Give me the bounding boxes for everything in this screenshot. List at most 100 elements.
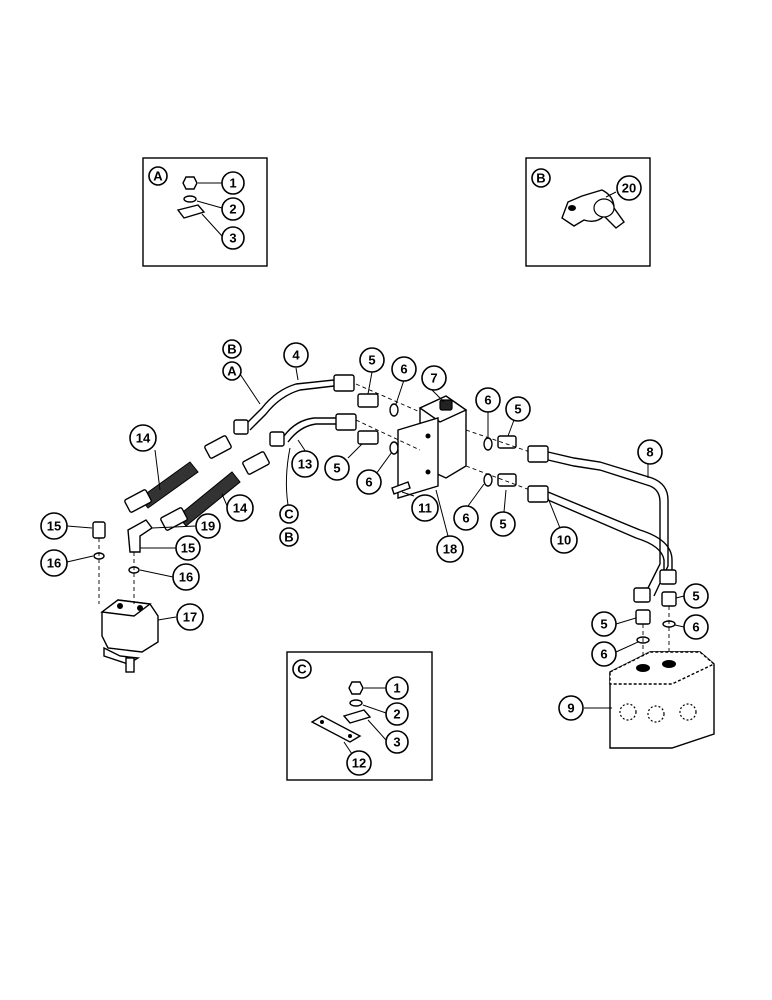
callout-13: 13 bbox=[291, 450, 319, 478]
callout-6: 6 bbox=[683, 614, 709, 640]
tube-nut bbox=[333, 374, 355, 392]
nut-part bbox=[182, 176, 198, 190]
callout-18: 18 bbox=[436, 535, 464, 563]
pipe-clamp-part bbox=[561, 189, 625, 229]
svg-text:12: 12 bbox=[352, 756, 366, 771]
inset-c: C 1 2 3 12 bbox=[286, 651, 433, 781]
svg-text:5: 5 bbox=[600, 617, 607, 632]
callout-14: 14 bbox=[226, 494, 254, 522]
callout-5: 5 bbox=[591, 611, 617, 637]
svg-text:6: 6 bbox=[365, 475, 372, 490]
svg-text:B: B bbox=[227, 342, 236, 357]
svg-text:6: 6 bbox=[484, 393, 491, 408]
inset-c-frame bbox=[286, 651, 433, 781]
inset-a-label: A bbox=[148, 166, 168, 186]
inset-c-callout-2: 2 bbox=[385, 702, 409, 726]
svg-text:6: 6 bbox=[692, 620, 699, 635]
svg-text:13: 13 bbox=[298, 457, 312, 472]
svg-text:15: 15 bbox=[181, 541, 195, 556]
tube-13 bbox=[283, 417, 338, 437]
svg-text:7: 7 bbox=[430, 371, 437, 386]
inset-c-callout-3: 3 bbox=[385, 730, 409, 754]
inset-b-callout-20: 20 bbox=[616, 175, 642, 201]
svg-text:6: 6 bbox=[462, 511, 469, 526]
strap-plate-part bbox=[310, 715, 362, 743]
svg-text:9: 9 bbox=[567, 701, 574, 716]
svg-text:6: 6 bbox=[600, 647, 607, 662]
marker-a-top: A bbox=[222, 361, 242, 381]
tube-8 bbox=[527, 445, 669, 603]
pump-17 bbox=[100, 599, 159, 673]
svg-text:A: A bbox=[153, 169, 163, 184]
control-valve-9 bbox=[609, 651, 716, 749]
inset-c-callout-1: 1 bbox=[385, 676, 409, 700]
callout-16: 16 bbox=[172, 563, 200, 591]
svg-text:18: 18 bbox=[443, 542, 457, 557]
callout-6: 6 bbox=[475, 387, 501, 413]
svg-text:17: 17 bbox=[183, 610, 197, 625]
svg-text:14: 14 bbox=[136, 431, 151, 446]
tube-nut bbox=[335, 413, 357, 431]
svg-text:5: 5 bbox=[333, 461, 340, 476]
callout-17: 17 bbox=[176, 603, 204, 631]
callout-9: 9 bbox=[558, 695, 584, 721]
o-ring-6 bbox=[389, 441, 399, 455]
clamp-part bbox=[176, 204, 206, 219]
svg-text:3: 3 bbox=[229, 231, 236, 246]
callout-4: 4 bbox=[283, 342, 309, 368]
callout-14: 14 bbox=[129, 424, 157, 452]
marker-b-top: B bbox=[222, 339, 242, 359]
svg-text:5: 5 bbox=[692, 589, 699, 604]
svg-text:5: 5 bbox=[514, 402, 521, 417]
callout-15: 15 bbox=[175, 535, 201, 561]
inset-c-label: C bbox=[292, 659, 312, 679]
svg-text:1: 1 bbox=[229, 176, 236, 191]
svg-text:3: 3 bbox=[393, 735, 400, 750]
inset-b: B 20 bbox=[525, 157, 651, 267]
svg-text:A: A bbox=[227, 364, 237, 379]
marker-c-bottom: C bbox=[279, 504, 299, 524]
o-ring-6 bbox=[389, 403, 399, 417]
callout-15: 15 bbox=[40, 512, 68, 540]
inset-a-callout-2: 2 bbox=[221, 197, 245, 221]
washer-part bbox=[183, 195, 197, 203]
fitting-5-upper-left bbox=[357, 393, 379, 408]
callout-5: 5 bbox=[505, 396, 531, 422]
callout-7: 7 bbox=[421, 365, 447, 391]
callout-5: 5 bbox=[359, 347, 385, 373]
inset-b-label: B bbox=[531, 168, 551, 188]
svg-text:16: 16 bbox=[47, 556, 61, 571]
svg-text:10: 10 bbox=[557, 533, 571, 548]
svg-text:C: C bbox=[297, 662, 307, 677]
bolt-11 bbox=[391, 481, 411, 495]
inset-a-callout-1: 1 bbox=[221, 171, 245, 195]
inset-b-frame bbox=[525, 157, 651, 267]
svg-text:B: B bbox=[536, 171, 545, 186]
svg-text:C: C bbox=[284, 507, 294, 522]
svg-text:5: 5 bbox=[368, 353, 375, 368]
hose-14-lower bbox=[160, 451, 270, 531]
svg-text:16: 16 bbox=[179, 570, 193, 585]
svg-text:19: 19 bbox=[201, 519, 215, 534]
inset-c-callout-12: 12 bbox=[346, 750, 372, 776]
callout-5: 5 bbox=[324, 455, 350, 481]
marker-b-bottom: B bbox=[279, 527, 299, 547]
svg-text:2: 2 bbox=[229, 202, 236, 217]
callout-6: 6 bbox=[591, 641, 617, 667]
nut-part bbox=[348, 681, 364, 695]
inset-a: A 1 2 3 bbox=[142, 157, 268, 267]
callout-16: 16 bbox=[40, 549, 68, 577]
fitting-15-left bbox=[92, 521, 106, 539]
svg-text:6: 6 bbox=[400, 362, 407, 377]
svg-text:B: B bbox=[284, 530, 293, 545]
fitting-5-lower-right bbox=[635, 609, 651, 625]
svg-text:4: 4 bbox=[292, 348, 300, 363]
inset-a-frame bbox=[142, 157, 268, 267]
fitting-5-lower-left bbox=[357, 430, 379, 445]
callout-5: 5 bbox=[683, 583, 709, 609]
callout-6: 6 bbox=[391, 356, 417, 382]
svg-text:20: 20 bbox=[622, 181, 636, 196]
clamp-part bbox=[342, 709, 372, 724]
washer-part bbox=[349, 699, 363, 707]
